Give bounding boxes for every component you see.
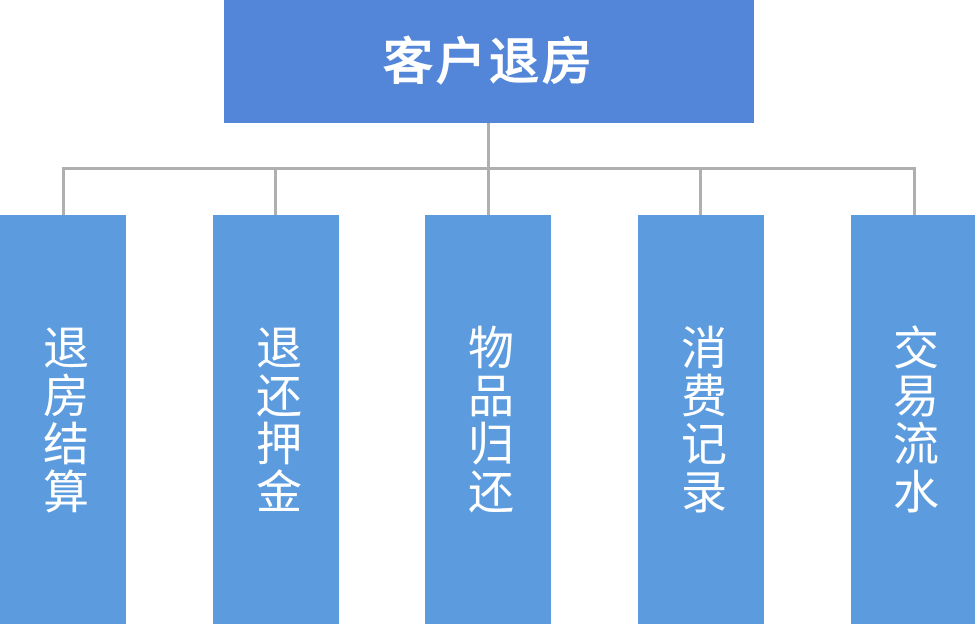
- connector-drop-4: [699, 167, 702, 215]
- root-node[interactable]: 客户退房: [224, 0, 754, 123]
- connector-root-stem: [487, 123, 490, 169]
- connector-drop-2: [274, 167, 277, 215]
- connector-drop-5: [913, 167, 916, 215]
- child-node-3[interactable]: 物品归还: [425, 215, 551, 624]
- child-node-4-label: 消费记录: [675, 323, 728, 516]
- child-node-2[interactable]: 退还押金: [213, 215, 339, 624]
- child-node-5[interactable]: 交易流水: [851, 215, 975, 624]
- child-node-5-label: 交易流水: [887, 323, 940, 516]
- child-node-2-label: 退还押金: [250, 323, 303, 516]
- root-node-label: 客户退房: [383, 33, 595, 90]
- child-node-1[interactable]: 退房结算: [0, 215, 126, 624]
- connector-drop-1: [62, 167, 65, 215]
- child-node-4[interactable]: 消费记录: [638, 215, 764, 624]
- child-node-1-label: 退房结算: [37, 323, 90, 516]
- connector-drop-3: [487, 167, 490, 215]
- child-node-3-label: 物品归还: [462, 323, 515, 516]
